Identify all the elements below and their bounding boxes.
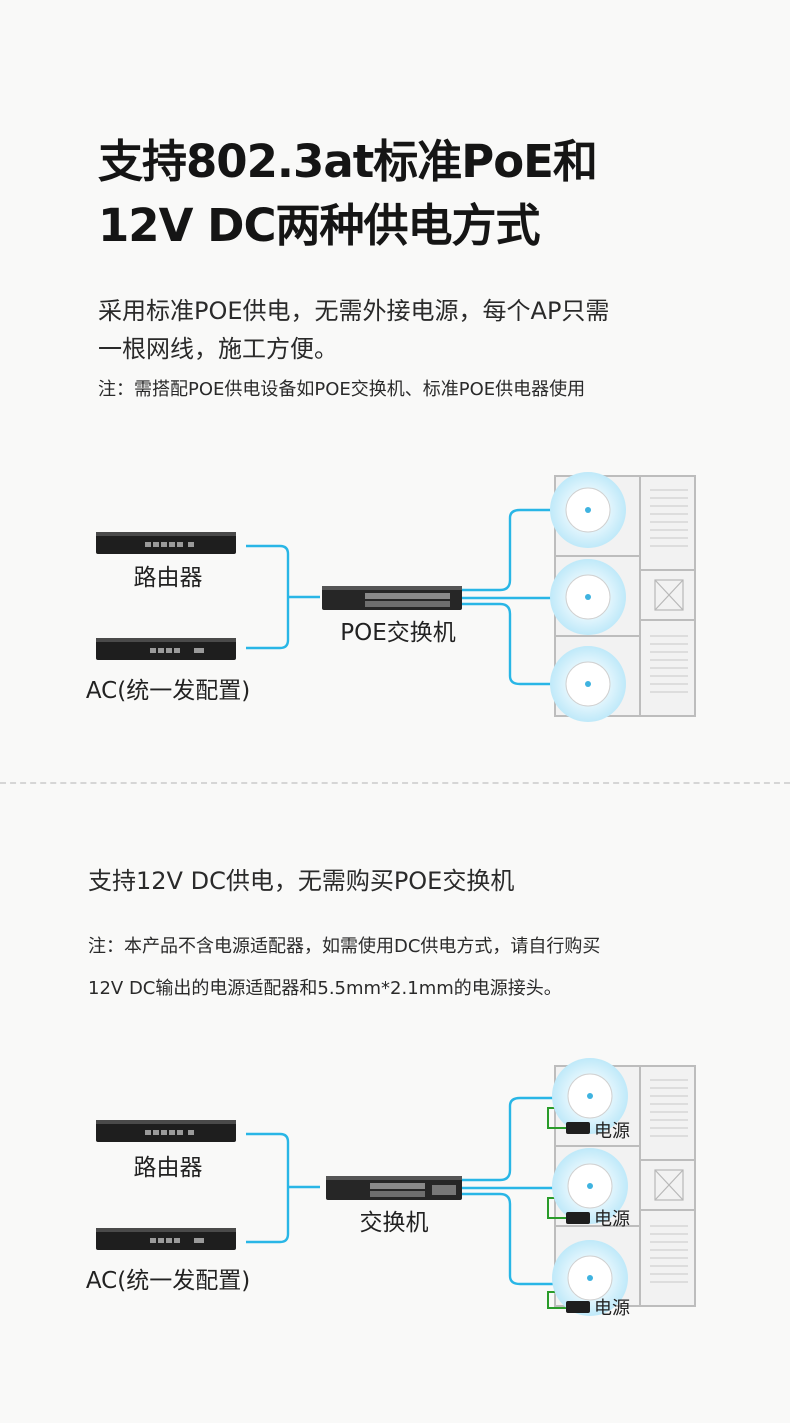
- ceiling-ap-icon: [550, 646, 626, 722]
- ceiling-ap-icon: [552, 1058, 628, 1134]
- stairwell-icon: [650, 489, 688, 693]
- dc-heading: 支持12V DC供电，无需购买POE交换机: [88, 867, 515, 895]
- page-title: 支持802.3at标准PoE和 12V DC两种供电方式: [98, 130, 598, 258]
- power-label-3: 电源: [594, 1298, 630, 1319]
- router-device-icon: [96, 1120, 236, 1142]
- title-line-1: 支持802.3at标准PoE和: [98, 135, 598, 188]
- ceiling-ap-icon: [552, 1240, 628, 1316]
- ac-controller-icon: [96, 638, 236, 660]
- ac-controller-icon: [96, 1228, 236, 1250]
- poe-switch-label: POE交换机: [340, 620, 456, 646]
- dc-topology-diagram: 路由器 AC(统一发配置) 交换机 电源 电源 电源: [86, 1058, 696, 1319]
- power-label-1: 电源: [594, 1121, 630, 1142]
- dc-note-line-2: 12V DC输出的电源适配器和5.5mm*2.1mm的电源接头。: [88, 978, 562, 999]
- power-adapter-icon: [566, 1301, 590, 1313]
- router-label: 路由器: [134, 565, 203, 591]
- poe-topology-diagram: 路由器 AC(统一发配置) POE交换机: [86, 472, 696, 722]
- title-line-2: 12V DC两种供电方式: [98, 199, 540, 252]
- power-adapter-icon: [566, 1122, 590, 1134]
- dc-note-line-1: 注：本产品不含电源适配器，如需使用DC供电方式，请自行购买: [88, 936, 601, 957]
- dc-note: 注：本产品不含电源适配器，如需使用DC供电方式，请自行购买 12V DC输出的电…: [88, 926, 600, 1010]
- section-divider: [0, 782, 790, 784]
- intro-text: 采用标准POE供电，无需外接电源，每个AP只需 一根网线，施工方便。: [98, 292, 609, 368]
- router-label: 路由器: [134, 1155, 203, 1181]
- elevator-icon: [654, 579, 684, 611]
- switch-icon: [326, 1176, 462, 1200]
- intro-line-2: 一根网线，施工方便。: [98, 335, 338, 363]
- stairwell-icon: [650, 1079, 688, 1283]
- power-label-2: 电源: [594, 1209, 630, 1230]
- poe-switch-icon: [322, 586, 462, 610]
- ceiling-ap-icon: [550, 559, 626, 635]
- switch-label: 交换机: [360, 1210, 429, 1236]
- network-cables: [246, 508, 560, 686]
- intro-line-1: 采用标准POE供电，无需外接电源，每个AP只需: [98, 297, 610, 325]
- elevator-icon: [654, 1169, 684, 1201]
- ac-label: AC(统一发配置): [86, 1268, 250, 1294]
- network-cables: [246, 1096, 560, 1286]
- ceiling-ap-icon: [550, 472, 626, 548]
- ceiling-ap-icon: [552, 1148, 628, 1224]
- intro-note: 注：需搭配POE供电设备如POE交换机、标准POE供电器使用: [98, 379, 586, 400]
- ac-label: AC(统一发配置): [86, 678, 250, 704]
- power-adapter-icon: [566, 1212, 590, 1224]
- router-device-icon: [96, 532, 236, 554]
